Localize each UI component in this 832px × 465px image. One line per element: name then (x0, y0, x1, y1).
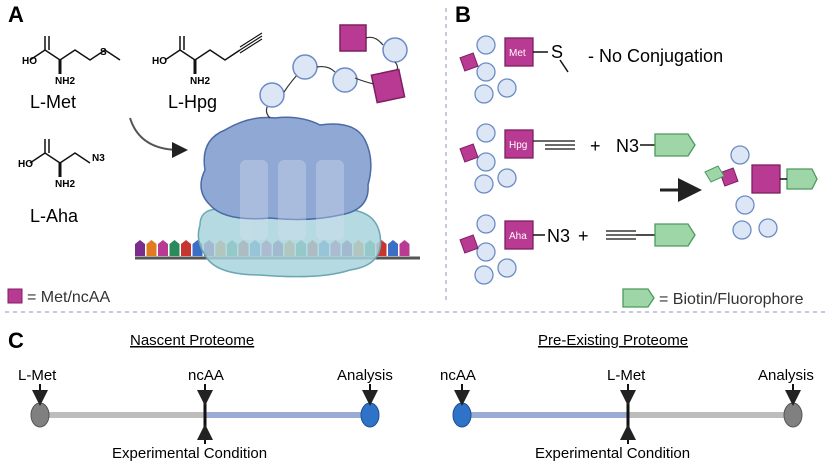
ribosome-trna-sites (240, 160, 344, 240)
preexisting-condition-label: Experimental Condition (535, 445, 690, 462)
l-met-structure: HO NH2 S (22, 36, 121, 87)
codon (158, 240, 168, 256)
l-hpg-structure: HO NH2 (152, 32, 263, 87)
codon (169, 240, 180, 256)
biotin-legend: = Biotin/Fluorophore (659, 291, 804, 308)
preexisting-start-label: ncAA (440, 367, 476, 384)
ribosome-large-subunit (200, 116, 372, 221)
met-protein (459, 35, 569, 104)
met-ncaa-swatch (7, 288, 23, 304)
n3-label-1: N3 (616, 136, 639, 156)
hpg-nh2: NH2 (190, 76, 210, 87)
aha-protein (459, 214, 696, 285)
preexisting-start-dot (452, 402, 472, 428)
n3-label-2: N3 (547, 226, 570, 246)
hpg-protein (459, 123, 696, 194)
codon (135, 240, 145, 256)
aha-tag-label: Aha (509, 231, 527, 242)
met-s-label: S (551, 42, 563, 62)
aha-nh2: NH2 (55, 179, 75, 190)
plus-sign-1: + (590, 136, 601, 156)
aha-n3: N3 (92, 153, 105, 164)
nascent-end-label: Analysis (337, 367, 393, 384)
preexisting-end-dot (783, 402, 803, 428)
biotin-swatch (622, 288, 655, 308)
nascent-end-dot (360, 402, 380, 428)
codon (146, 240, 157, 256)
aha-ho: HO (18, 159, 33, 170)
nascent-start-label: L-Met (18, 367, 57, 384)
hpg-tag-label: Hpg (509, 140, 527, 151)
preexisting-title: Pre-Existing Proteome (538, 332, 688, 349)
codon (388, 240, 398, 256)
l-aha-structure: HO NH2 N3 (18, 139, 105, 190)
codon (399, 240, 410, 256)
met-ho: HO (22, 56, 37, 67)
nascent-mid-label: ncAA (188, 367, 224, 384)
l-aha-label: L-Aha (30, 206, 79, 226)
plus-sign-2: + (578, 226, 589, 246)
panel-a-letter: A (8, 2, 24, 27)
l-hpg-label: L-Hpg (168, 92, 217, 112)
met-s: S (100, 47, 107, 58)
nascent-start-dot (30, 402, 50, 428)
hpg-ho: HO (152, 56, 167, 67)
met-nh2: NH2 (55, 76, 75, 87)
preexisting-end-label: Analysis (758, 367, 814, 384)
preexisting-mid-label: L-Met (607, 367, 646, 384)
met-ncaa-legend: = Met/ncAA (27, 289, 110, 306)
no-conjugation-label: - No Conjugation (588, 46, 723, 66)
curved-arrow-icon (129, 117, 188, 158)
nascent-condition-label: Experimental Condition (112, 445, 267, 462)
codon (181, 240, 191, 256)
panel-b-letter: B (455, 2, 471, 27)
l-met-label: L-Met (30, 92, 76, 112)
nascent-peptide (259, 24, 408, 119)
nascent-title: Nascent Proteome (130, 332, 254, 349)
conjugated-protein (704, 145, 818, 240)
met-tag-label: Met (509, 48, 526, 59)
panel-c-letter: C (8, 328, 24, 353)
